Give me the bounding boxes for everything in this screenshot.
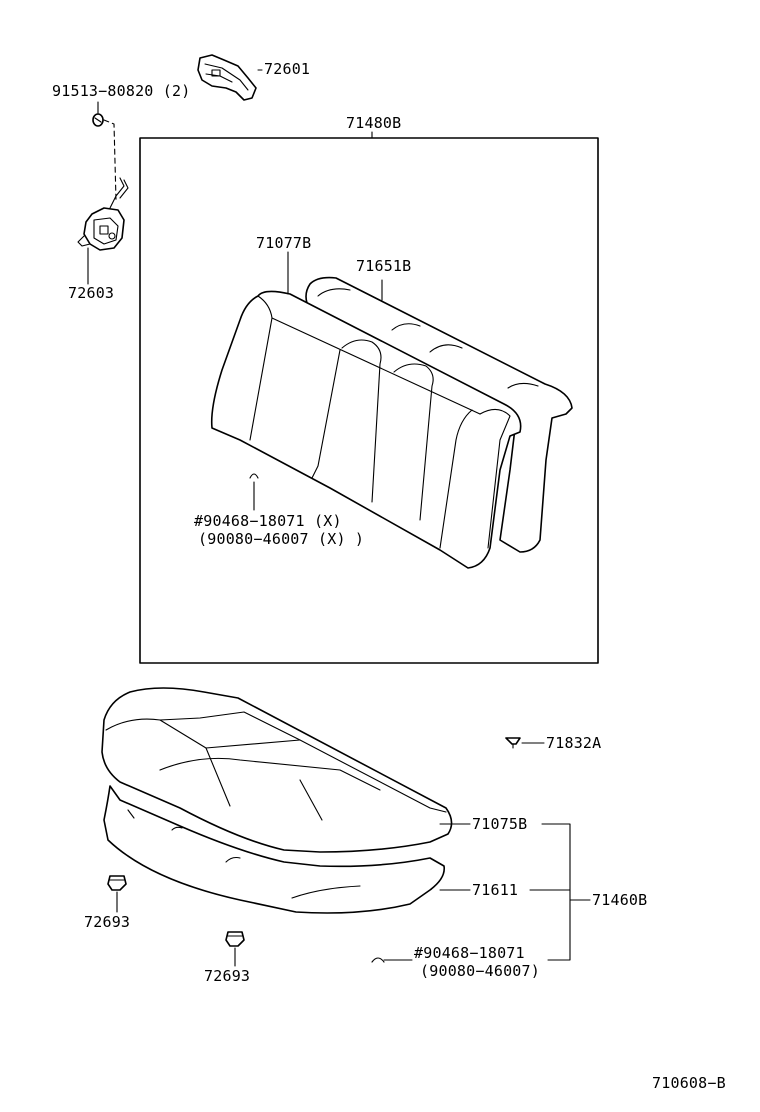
assembly-box-71480b (139, 137, 599, 664)
label-71611: 71611 (472, 881, 519, 899)
part-71077b-seatback-cover (210, 290, 522, 569)
label-90080-cushion: (90080−46007) (420, 962, 540, 980)
bracket-71460b (541, 823, 571, 961)
label-71077b: 71077B (256, 234, 312, 252)
hog-ring-back (249, 473, 259, 479)
part-72693-clip-b (225, 931, 245, 947)
label-90468-cushion: #90468−18071 (414, 944, 525, 962)
label-90468-back: #90468−18071 (X) (194, 512, 342, 530)
dashed-leader-91513 (103, 119, 117, 201)
label-71832a: 71832A (546, 734, 602, 752)
label-72601: 72601 (264, 60, 311, 78)
label-72693-a: 72693 (84, 913, 131, 931)
label-72603: 72603 (68, 284, 115, 302)
figure-id: 710608−B (652, 1074, 726, 1092)
part-71832a-clip (505, 737, 521, 749)
label-71651b: 71651B (356, 257, 412, 275)
label-71480b: 71480B (346, 114, 402, 132)
label-71075b: 71075B (472, 815, 528, 833)
label-91513: 91513−80820 (2) (52, 82, 191, 100)
hog-ring-cushion (371, 957, 385, 963)
label-90080-back: (90080−46007 (X) ) (198, 530, 365, 548)
part-72601-bracket (197, 54, 257, 101)
part-72603-lock (77, 177, 129, 251)
label-71460b: 71460B (592, 891, 648, 909)
part-91513-bolt (92, 113, 104, 127)
part-71075b-cushion-cover (101, 687, 453, 853)
label-72693-b: 72693 (204, 967, 251, 985)
part-71611-cushion-pad (103, 785, 446, 914)
part-72693-clip-a (107, 875, 127, 891)
